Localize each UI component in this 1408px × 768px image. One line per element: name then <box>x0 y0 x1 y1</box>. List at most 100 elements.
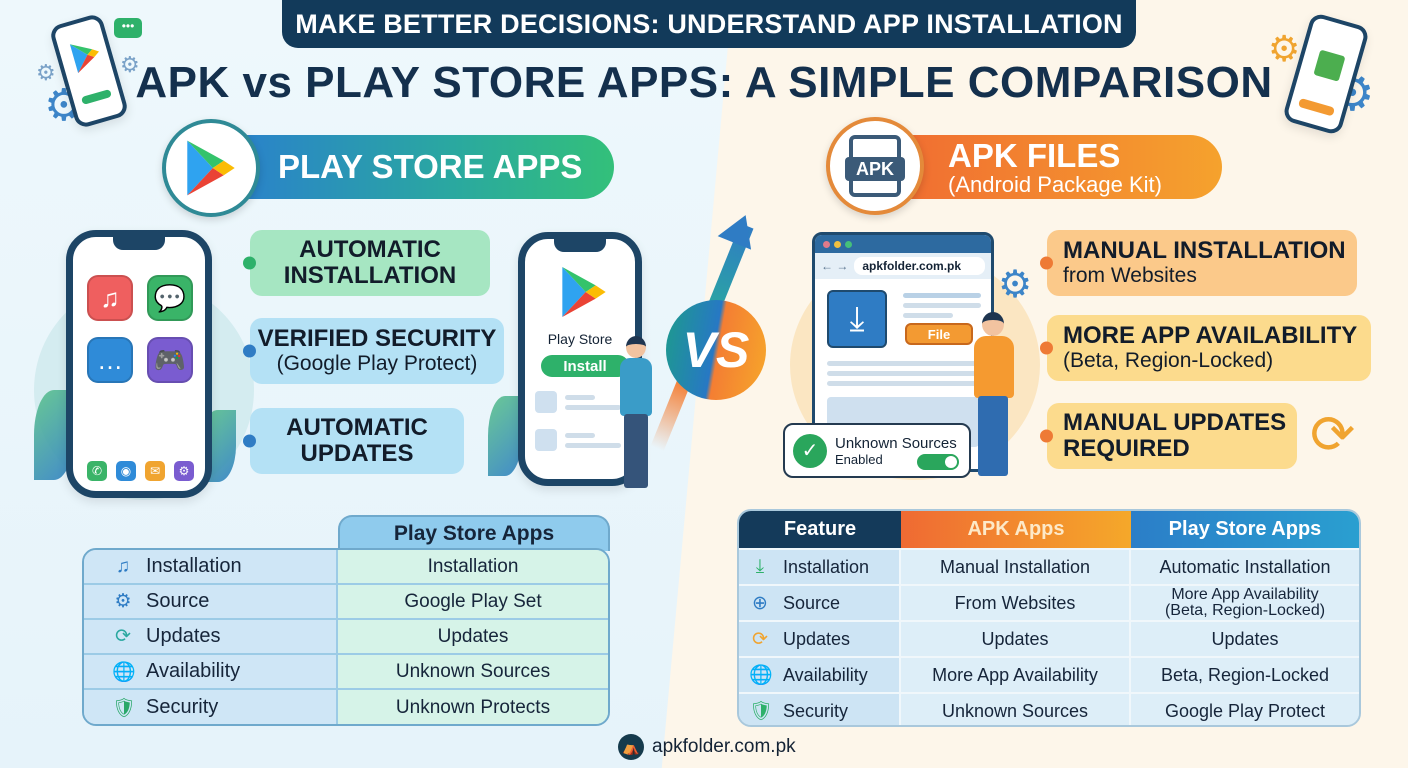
feature-title: MANUAL INSTALLATION <box>1063 236 1346 264</box>
unknown-sources-status: Enabled <box>835 451 883 467</box>
settings-dock-icon: ⚙ <box>174 461 194 481</box>
apk-value: Manual Installation <box>901 550 1131 584</box>
feature-verified-security: VERIFIED SECURITY (Google Play Protect) <box>243 318 504 384</box>
site-logo-icon: ⛺ <box>618 734 644 760</box>
gear-icon: ⚙ <box>998 264 1033 306</box>
feature-automatic-updates: AUTOMATIC UPDATES <box>243 408 464 474</box>
feature-title: REQUIRED <box>1063 435 1190 462</box>
feature-label: Security <box>783 700 849 721</box>
page-title: APK vs PLAY STORE APPS: A SIMPLE COMPARI… <box>135 58 1273 107</box>
unknown-sources-toggle[interactable] <box>917 454 959 470</box>
refresh-icon: ⟳ <box>115 626 131 647</box>
feature-value: Unknown Sources <box>338 655 608 688</box>
phone-notch <box>113 236 165 250</box>
table-row: ♫ Installation Installation <box>84 550 608 585</box>
feature-title: AUTOMATIC <box>286 414 428 442</box>
feature-value: Google Play Set <box>338 585 608 618</box>
play-store-label: Play Store <box>547 331 613 347</box>
bullet-dot <box>1040 429 1053 443</box>
source-icon: ⊕ <box>752 592 768 614</box>
mail-dock-icon: ✉ <box>145 461 165 481</box>
gear-icon: ⚙ <box>1268 28 1301 69</box>
play-value-line1: More App Availability <box>1171 586 1319 603</box>
column-header-play: Play Store Apps <box>1131 511 1359 548</box>
table-row: ⤓Installation Manual Installation Automa… <box>739 548 1359 584</box>
apk-value: More App Availability <box>901 658 1131 692</box>
feature-manual-installation: MANUAL INSTALLATION from Websites <box>1040 230 1357 296</box>
apk-value: From Websites <box>901 586 1131 620</box>
refresh-icon: ⟳ <box>752 628 768 650</box>
browser-titlebar <box>815 235 991 253</box>
apk-badge: APK <box>826 117 924 215</box>
feature-label: Installation <box>146 555 242 577</box>
chat-app-icon: … <box>87 337 133 383</box>
apk-section-pill: APK FILES (Android Package Kit) <box>880 135 1222 199</box>
chat-bubble-icon: ••• <box>114 18 142 38</box>
feature-label: Updates <box>146 625 221 647</box>
play-logo-icon <box>562 267 606 317</box>
footer-site-link[interactable]: apkfolder.com.pk <box>652 736 796 757</box>
header-banner: MAKE BETTER DECISIONS: UNDERSTAND APP IN… <box>282 0 1136 48</box>
globe-icon: 🌐 <box>749 665 773 686</box>
shield-check-icon: 🛡 <box>112 697 137 719</box>
feature-label: Source <box>146 590 210 612</box>
feature-subtitle: (Beta, Region-Locked) <box>1063 348 1274 372</box>
feature-label: Security <box>146 696 219 718</box>
play-logo-icon <box>187 140 235 196</box>
footer: ⛺ apkfolder.com.pk <box>618 734 796 760</box>
gear-icon: ⚙ <box>120 52 140 77</box>
refresh-icon: ⟳ <box>1310 405 1356 465</box>
url-field[interactable]: apkfolder.com.pk <box>854 257 985 275</box>
gear-icon: ⚙ <box>114 591 132 612</box>
download-icon: ⤓ <box>755 556 765 577</box>
feature-value: Updates <box>338 620 608 653</box>
play-value: Beta, Region-Locked <box>1131 658 1359 692</box>
apk-value: Updates <box>901 622 1131 656</box>
feature-label: Availability <box>783 664 868 685</box>
feature-title: MANUAL UPDATES <box>1063 409 1287 437</box>
feature-manual-updates: MANUAL UPDATES REQUIRED <box>1040 403 1297 469</box>
play-value: More App Availability (Beta, Region-Lock… <box>1131 586 1359 620</box>
table-row: 🛡 Security Unknown Sources Google Play Pr… <box>739 692 1359 725</box>
game-app-icon: 🎮 <box>147 337 193 383</box>
bullet-dot <box>1040 341 1053 355</box>
feature-title: VERIFIED SECURITY <box>257 324 497 352</box>
column-header-apk: APK Apps <box>901 511 1131 548</box>
play-store-section-pill: PLAY STORE APPS <box>210 135 614 199</box>
person-illustration <box>614 336 660 492</box>
table-row: ⚙ Source Google Play Set <box>84 585 608 620</box>
music-note-icon: ♫ <box>115 555 131 577</box>
file-download-button[interactable]: File <box>905 323 973 345</box>
feature-value: Installation <box>338 550 608 583</box>
apk-file-icon: APK <box>845 135 905 197</box>
table-row: 🌐 Availability More App Availability Beta… <box>739 656 1359 692</box>
apk-value: Unknown Sources <box>901 694 1131 725</box>
play-value: Automatic Installation <box>1131 550 1359 584</box>
play-store-phone: Play Store Install <box>518 232 642 486</box>
install-button[interactable]: Install <box>541 355 629 377</box>
phone-notch <box>554 238 606 252</box>
feature-title: AUTOMATIC <box>299 236 441 264</box>
home-screen-phone: ♫ 💬 … 🎮 ✆ ◉ ✉ ⚙ <box>66 230 212 498</box>
play-store-pill-label: PLAY STORE APPS <box>278 148 583 185</box>
feature-subtitle: from Websites <box>1063 263 1197 287</box>
bullet-dot <box>243 256 256 270</box>
feature-label: Availability <box>146 660 241 682</box>
feature-title: INSTALLATION <box>283 262 457 289</box>
download-icon: ⤓ <box>827 290 887 348</box>
table-row: 🌐Availability Unknown Sources <box>84 655 608 690</box>
unknown-sources-title: Unknown Sources <box>835 434 957 452</box>
table-row: ⟳ Updates Updates <box>84 620 608 655</box>
play-value: Updates <box>1131 622 1359 656</box>
browser-addressbar: ← → apkfolder.com.pk <box>815 253 991 279</box>
play-value: Google Play Protect <box>1131 694 1359 725</box>
music-app-icon: ♫ <box>87 275 133 321</box>
left-table-header: Play Store Apps <box>338 515 610 551</box>
apk-pill-sub: (Android Package Kit) <box>948 171 1162 197</box>
phone-dock-icon: ✆ <box>87 461 107 481</box>
messages-app-icon: 💬 <box>147 275 193 321</box>
back-forward-icons[interactable]: ← → <box>821 259 849 273</box>
feature-subtitle: (Google Play Protect) <box>276 351 478 375</box>
shield-check-icon: 🛡 <box>749 701 774 722</box>
gear-icon: ⚙ <box>36 60 56 85</box>
